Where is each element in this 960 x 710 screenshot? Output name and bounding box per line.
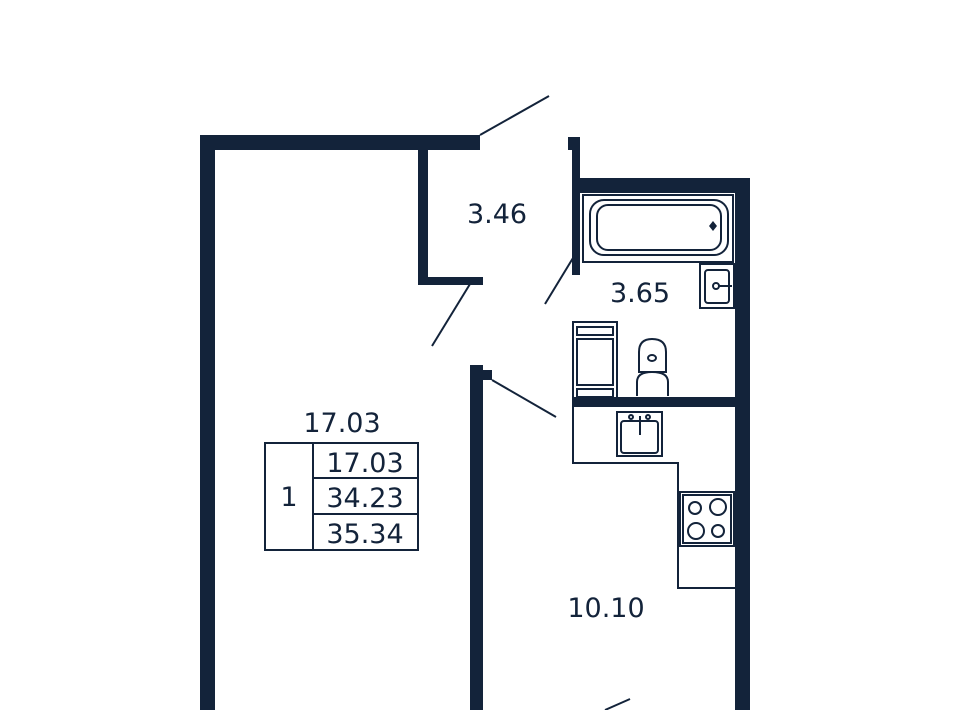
living-area: 17.03 (326, 448, 403, 479)
entry-post (568, 137, 580, 150)
burner (687, 522, 705, 540)
hall-partition-stub (418, 277, 483, 285)
hall-partition-wall (418, 150, 428, 285)
kitchen-sink-icon (616, 411, 663, 457)
washbasin-drain (712, 282, 720, 290)
doors (431, 95, 631, 710)
bathtub-icon (589, 199, 729, 256)
summary-table-frame (264, 442, 419, 551)
bathroom-door (544, 257, 574, 305)
total-area: 34.23 (326, 483, 403, 514)
bathroom-area: 3.65 (610, 278, 670, 309)
stove-icon (679, 491, 735, 547)
bathtub-inner (596, 204, 722, 251)
kitchen-door-post (483, 370, 492, 380)
living-room-door (431, 283, 471, 347)
washing-machine-body (576, 338, 614, 386)
balcony-door (604, 698, 631, 710)
kitchen-left-wall (470, 365, 483, 710)
living-left-wall (200, 135, 215, 710)
kitchen-fixtures (572, 407, 735, 589)
burner (709, 498, 727, 516)
entrance-door (479, 95, 550, 136)
rooms-count: 1 (280, 482, 297, 513)
kitchen-area: 10.10 (567, 593, 644, 624)
walls (200, 135, 750, 710)
kitchen-door (491, 379, 557, 418)
bathroom-fixtures (572, 194, 735, 403)
hall-area: 3.46 (467, 199, 527, 230)
total-area-with-balcony: 35.34 (326, 519, 403, 550)
bathroom-kitchen-wall (572, 397, 740, 407)
burner (688, 501, 702, 515)
washing-machine-bottom (576, 388, 614, 398)
washbasin-icon (699, 263, 735, 309)
washing-machine-icon (572, 321, 618, 403)
burner (711, 524, 725, 538)
living-room-area: 17.03 (303, 408, 380, 439)
right-outer-wall (735, 178, 750, 710)
toilet-bowl (647, 354, 657, 362)
living-top-wall (200, 135, 480, 150)
bathroom-left-wall (572, 150, 580, 275)
stove-inner (682, 494, 732, 544)
summary-table: 1 17.03 34.23 35.34 (264, 442, 419, 551)
bathroom-top-wall (572, 178, 750, 193)
bathtub-drain-icon (709, 221, 717, 231)
room-labels: 3.46 3.65 17.03 10.10 (303, 199, 670, 624)
toilet-icon (638, 337, 667, 373)
sink-knob (628, 414, 634, 420)
bathtub-frame (582, 194, 734, 263)
kitchen-counter (572, 407, 735, 589)
washing-machine-top (576, 326, 614, 336)
sink-knob (645, 414, 651, 420)
toilet-tank (636, 370, 669, 396)
